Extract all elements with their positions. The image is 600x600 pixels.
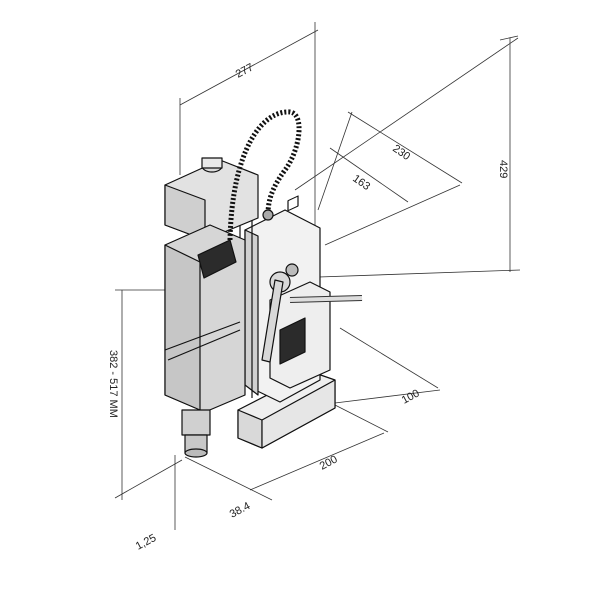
ext-line-100 [334, 389, 441, 404]
dim-label-38-4: 38.4 [228, 500, 253, 521]
dim-line-38-4 [184, 456, 273, 501]
ext-line-429-bottom [289, 269, 521, 279]
dim-line-230 [347, 111, 463, 184]
dim-line-163 [329, 147, 409, 203]
dim-line-277 [179, 29, 319, 106]
dim-label-1-25: 1,25 [134, 532, 159, 553]
dim-label-277: 277 [234, 61, 256, 80]
dim-label-429: 429 [497, 160, 509, 178]
ext-line-230-a [294, 37, 519, 191]
ext-line-429-top [499, 35, 519, 41]
magnetic-drill-illustration [164, 109, 363, 458]
ext-line-163 [317, 111, 353, 211]
dim-label-163: 163 [350, 173, 372, 193]
dim-line-200 [249, 432, 385, 491]
ext-line-200 [334, 404, 389, 433]
dim-label-100: 100 [400, 387, 422, 406]
ext-line-163-b [324, 184, 461, 246]
dim-line-100 [339, 327, 439, 389]
dim-label-200: 200 [318, 453, 340, 472]
dim-label-stroke: 382 - 517 MM [107, 350, 119, 418]
ext-line-stroke-bottom [114, 459, 183, 499]
dim-label-230: 230 [390, 143, 412, 163]
